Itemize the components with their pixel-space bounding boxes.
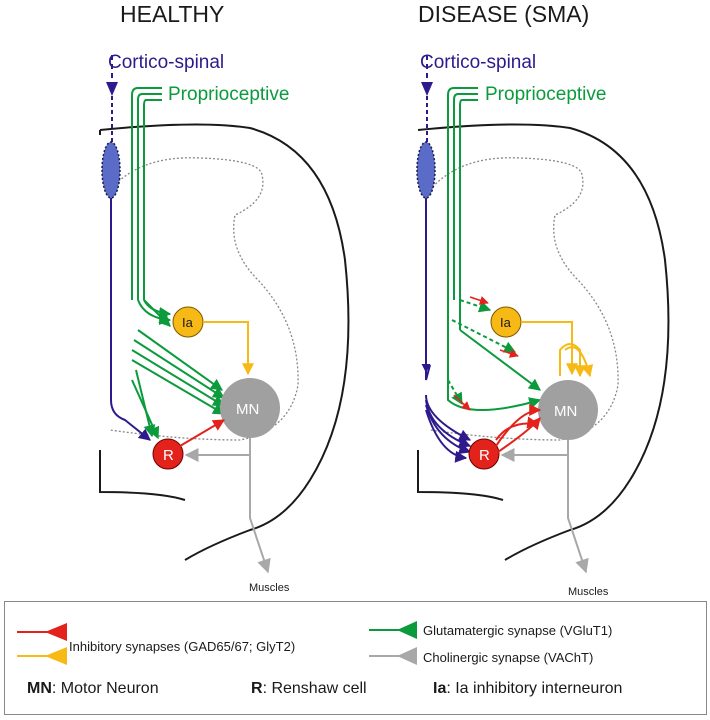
disease-motor-neuron [538, 380, 598, 440]
legend-def-r: R: Renshaw cell [251, 680, 367, 697]
disease-r-label: R [479, 447, 490, 464]
corticospinal-tract-ellipse [101, 141, 121, 199]
legend-inhibitory-text: Inhibitory synapses (GAD65/67; GlyT2) [69, 639, 296, 654]
healthy-proprioceptive-label: Proprioceptive [168, 84, 289, 105]
disease-ia-label: Ia [500, 315, 512, 330]
legend-def-ia: Ia: Ia inhibitory interneuron [433, 680, 623, 697]
grey-matter-outline [109, 157, 299, 441]
spinal-cord-outline [99, 123, 350, 561]
inhibitory-synapse-icon [17, 623, 67, 665]
disease-proprioceptive-label: Proprioceptive [485, 84, 606, 105]
glutamatergic-synapse-icon [369, 621, 417, 639]
healthy-muscles-label: Muscles [249, 582, 290, 594]
disease-mn-label: MN [554, 403, 577, 420]
disease-renshaw-cell [468, 438, 500, 470]
spinal-cord-outline [417, 123, 670, 561]
healthy-ia-label: Ia [182, 315, 194, 330]
legend-glutamatergic-text: Glutamatergic synapse (VGluT1) [423, 623, 613, 638]
healthy-motor-neuron [220, 378, 280, 438]
healthy-mn-label: MN [236, 401, 259, 418]
legend-cholinergic-text: Cholinergic synapse (VAChT) [423, 650, 594, 665]
disease-panel: DISEASE (SMA) Cortico-spinal Propriocept… [416, 1, 670, 598]
healthy-panel: HEALTHY Cortico-spinal Proprioceptive Ia [99, 1, 350, 594]
healthy-renshaw-cell [152, 438, 184, 470]
legend-def-mn: MN: Motor Neuron [27, 680, 159, 697]
healthy-title: HEALTHY [120, 1, 224, 27]
disease-title: DISEASE (SMA) [418, 1, 589, 27]
corticospinal-tract-ellipse [416, 141, 436, 199]
healthy-r-label: R [163, 447, 174, 464]
cholinergic-synapse-icon [369, 647, 417, 665]
grey-matter-outline [429, 157, 619, 441]
disease-muscles-label: Muscles [568, 586, 609, 598]
disease-corticospinal-label: Cortico-spinal [420, 52, 536, 73]
legend-box: Inhibitory synapses (GAD65/67; GlyT2) Gl… [4, 601, 707, 715]
healthy-corticospinal-label: Cortico-spinal [108, 52, 224, 73]
